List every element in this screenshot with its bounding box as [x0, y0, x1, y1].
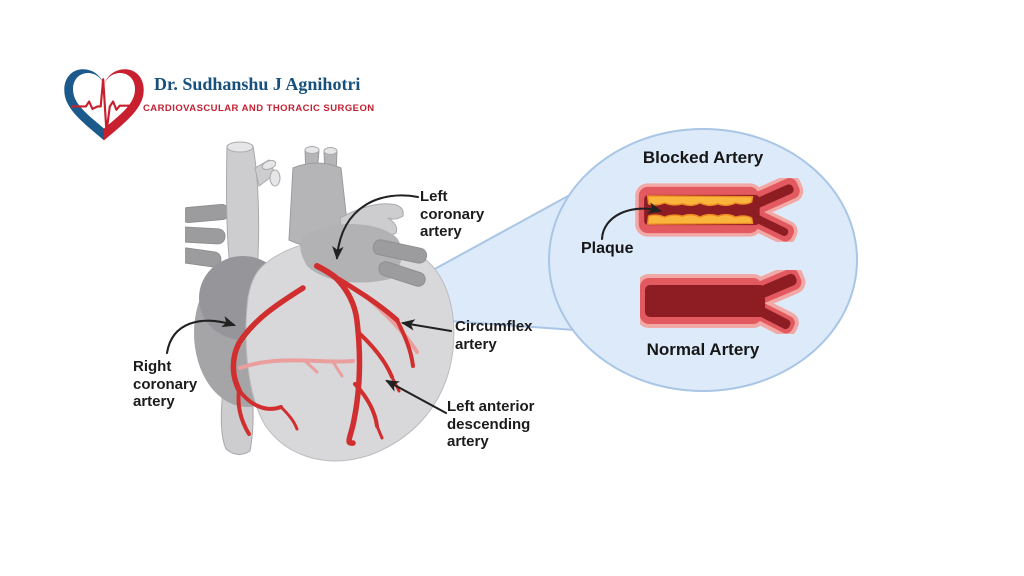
label-left-anterior-descending-artery: Left anterior descending artery: [447, 398, 535, 450]
left-vessel-stubs-icon: [185, 204, 230, 268]
heart-ecg-logo-icon: [64, 69, 144, 141]
doctor-specialty: CARDIOVASCULAR AND THORACIC SURGEON: [143, 103, 375, 114]
normal-artery-icon: [640, 270, 808, 334]
label-circumflex-artery: Circumflex artery: [455, 318, 533, 353]
clinic-logo: Dr. Sudhanshu J Agnihotri CARDIOVASCULAR…: [62, 64, 402, 144]
plaque-label: Plaque: [581, 240, 634, 257]
label-left-coronary-artery: Left coronary artery: [420, 188, 485, 240]
plaque-top-icon: [646, 195, 754, 207]
blocked-artery-title: Blocked Artery: [642, 148, 764, 167]
plaque-bottom-icon: [646, 213, 754, 225]
magnified-artery-inset: Blocked Artery Plaque: [548, 128, 858, 392]
blocked-artery-icon: [630, 178, 812, 242]
superior-vena-cava-icon: [225, 141, 277, 275]
normal-artery-title: Normal Artery: [646, 340, 760, 359]
ecg-line-icon: [71, 78, 135, 134]
doctor-name: Dr. Sudhanshu J Agnihotri: [154, 74, 361, 94]
coronary-arteries-icon: [230, 263, 419, 446]
label-right-coronary-artery: Right coronary artery: [133, 358, 198, 410]
